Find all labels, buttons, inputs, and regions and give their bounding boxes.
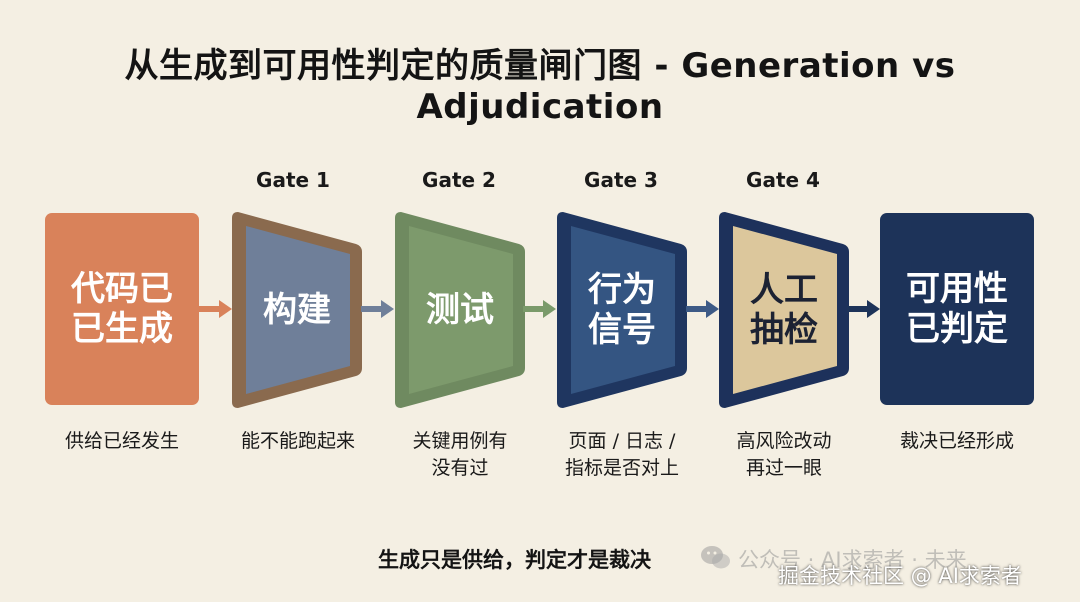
watermark-bottom-text: 掘金技术社区 @ AI求索者 bbox=[778, 564, 1022, 588]
arrow-1 bbox=[199, 300, 232, 318]
gate-3-funnel bbox=[557, 212, 687, 408]
gate-4-caption: 高风险改动 再过一眼 bbox=[736, 430, 832, 479]
gate-2-text: 测试 bbox=[426, 289, 494, 330]
end-box bbox=[880, 213, 1034, 405]
arrow-2 bbox=[361, 300, 394, 318]
gate-2-caption: 关键用例有 没有过 bbox=[412, 430, 508, 479]
start-caption: 供给已经发生 bbox=[64, 430, 179, 452]
gate-1-funnel bbox=[232, 212, 362, 408]
gate-1-text: 构建 bbox=[263, 289, 331, 330]
gate-4-text: 人工 抽检 bbox=[750, 269, 818, 350]
gate-2-label: Gate 2 bbox=[422, 168, 496, 192]
watermark-top-text: 公众号 · AI求索者 · 未来 bbox=[738, 548, 967, 572]
watermark: 公众号 · AI求索者 · 未来 掘金技术社区 @ AI求索者 bbox=[700, 540, 1080, 600]
end-caption: 裁决已经形成 bbox=[899, 430, 1014, 452]
arrow-5 bbox=[847, 300, 880, 318]
arrow-4 bbox=[686, 300, 719, 318]
gate-3-text: 行为 信号 bbox=[588, 269, 656, 350]
bottom-tagline: 生成只是供给，判定才是裁决 bbox=[378, 548, 651, 572]
gate-1-caption: 能不能跑起来 bbox=[240, 430, 355, 452]
gate-4-label: Gate 4 bbox=[746, 168, 820, 192]
arrow-1-shape bbox=[199, 300, 232, 318]
start-box-text: 代码已 已生成 bbox=[71, 268, 173, 349]
gate-3-caption: 页面 / 日志 / 指标是否对上 bbox=[564, 430, 679, 479]
gate-4-funnel bbox=[719, 212, 849, 408]
start-box bbox=[45, 213, 199, 405]
arrow-3-shape bbox=[523, 300, 556, 318]
gate-2-funnel bbox=[395, 212, 525, 408]
arrow-2-shape bbox=[361, 300, 394, 318]
gate-1-label: Gate 1 bbox=[256, 168, 330, 192]
end-box-text: 可用性 已判定 bbox=[906, 268, 1008, 349]
arrow-4-shape bbox=[686, 300, 719, 318]
wechat-logo-icon bbox=[701, 546, 730, 569]
arrow-5-shape bbox=[847, 300, 880, 318]
diagram-title: 从生成到可用性判定的质量闸门图 - Generation vs Adjudica… bbox=[124, 46, 956, 127]
arrow-3 bbox=[523, 300, 556, 318]
gate-3-label: Gate 3 bbox=[584, 168, 658, 192]
